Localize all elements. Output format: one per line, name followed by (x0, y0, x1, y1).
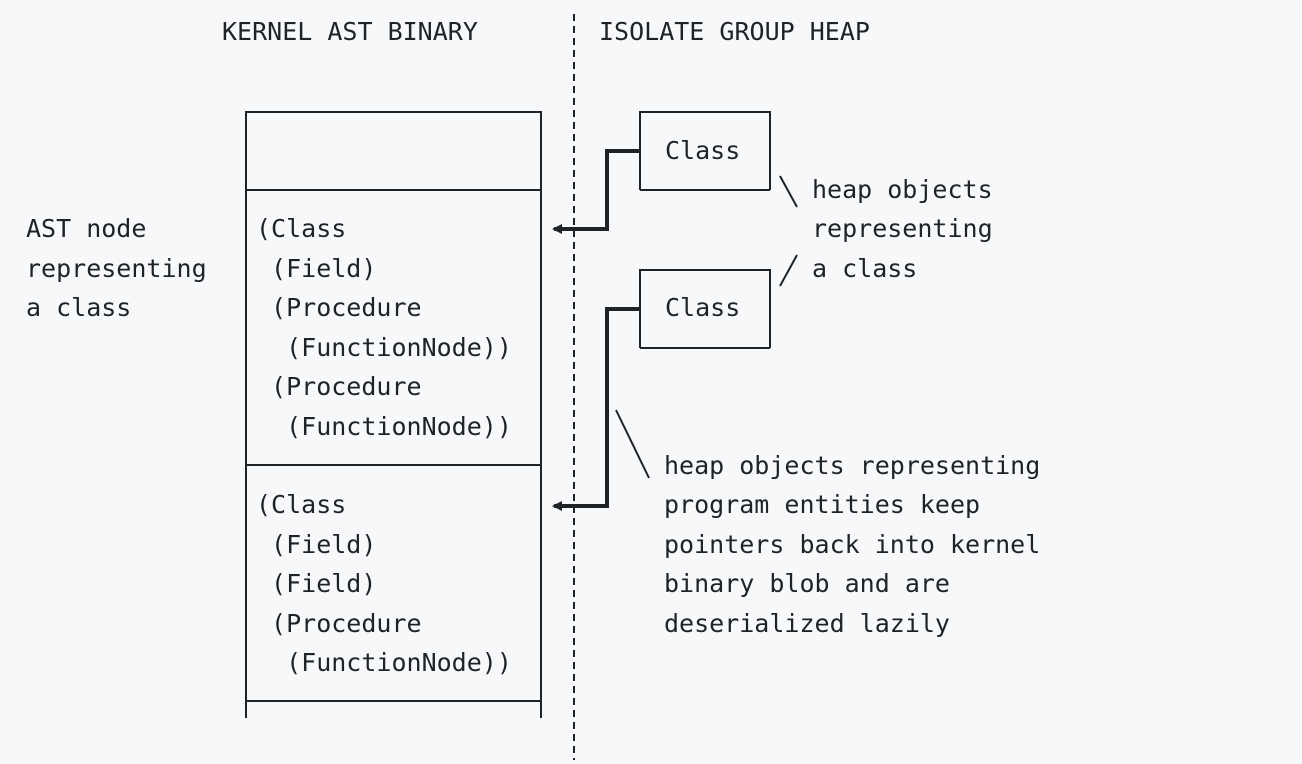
annotation-line: pointers back into kernel (664, 530, 1040, 559)
binary-box-top-edge (245, 111, 542, 124)
heap-box-top (639, 111, 771, 124)
lazy-deserialization-annotation: heap objects representing program entiti… (664, 451, 1040, 638)
ast-line: (Class (256, 214, 346, 243)
ast-line: (Procedure (256, 372, 422, 401)
annotation-line: heap objects (812, 175, 993, 204)
ast-line: (Field) (256, 254, 376, 283)
annotation-slash (615, 409, 650, 479)
annotation-slash (779, 175, 798, 208)
heap-box-top (639, 269, 771, 282)
header-kernel-ast-binary: KERNEL AST BINARY (222, 17, 478, 46)
ast-line: (FunctionNode)) (256, 333, 512, 362)
ast-node-annotation: AST node representing a class (26, 214, 207, 322)
heap-class-annotation: heap objects representing a class (812, 175, 993, 283)
pointer-arrow-2 (552, 307, 640, 511)
kernel-binary-box (245, 111, 542, 718)
header-isolate-group-heap: ISOLATE GROUP HEAP (599, 17, 870, 46)
ast-line: (Field) (256, 530, 376, 559)
heap-class-object-1: Class (639, 111, 771, 191)
ast-line: (FunctionNode)) (256, 648, 512, 677)
annotation-line: AST node (26, 214, 146, 243)
annotation-line: a class (812, 254, 917, 283)
annotation-line: deserialized lazily (664, 609, 950, 638)
heap-object-label: Class (665, 136, 740, 165)
heap-class-object-2: Class (639, 269, 771, 349)
ast-line: (Class (256, 490, 346, 519)
binary-section-class-2: (Class (Field) (Field) (Procedure (Funct… (256, 490, 512, 677)
ast-line: (Procedure (256, 609, 422, 638)
annotation-line: binary blob and are (664, 569, 950, 598)
annotation-line: heap objects representing (664, 451, 1040, 480)
annotation-slash (779, 254, 798, 287)
annotation-line: a class (26, 293, 131, 322)
annotation-line: representing (26, 254, 207, 283)
pointer-arrow-1 (552, 149, 640, 234)
annotation-line: representing (812, 214, 993, 243)
annotation-line: program entities keep (664, 490, 980, 519)
ast-line: (Procedure (256, 293, 422, 322)
ast-line: (Field) (256, 569, 376, 598)
ast-line: (FunctionNode)) (256, 412, 512, 441)
binary-section-class-1: (Class (Field) (Procedure (FunctionNode)… (256, 214, 512, 441)
heap-object-label: Class (665, 293, 740, 322)
